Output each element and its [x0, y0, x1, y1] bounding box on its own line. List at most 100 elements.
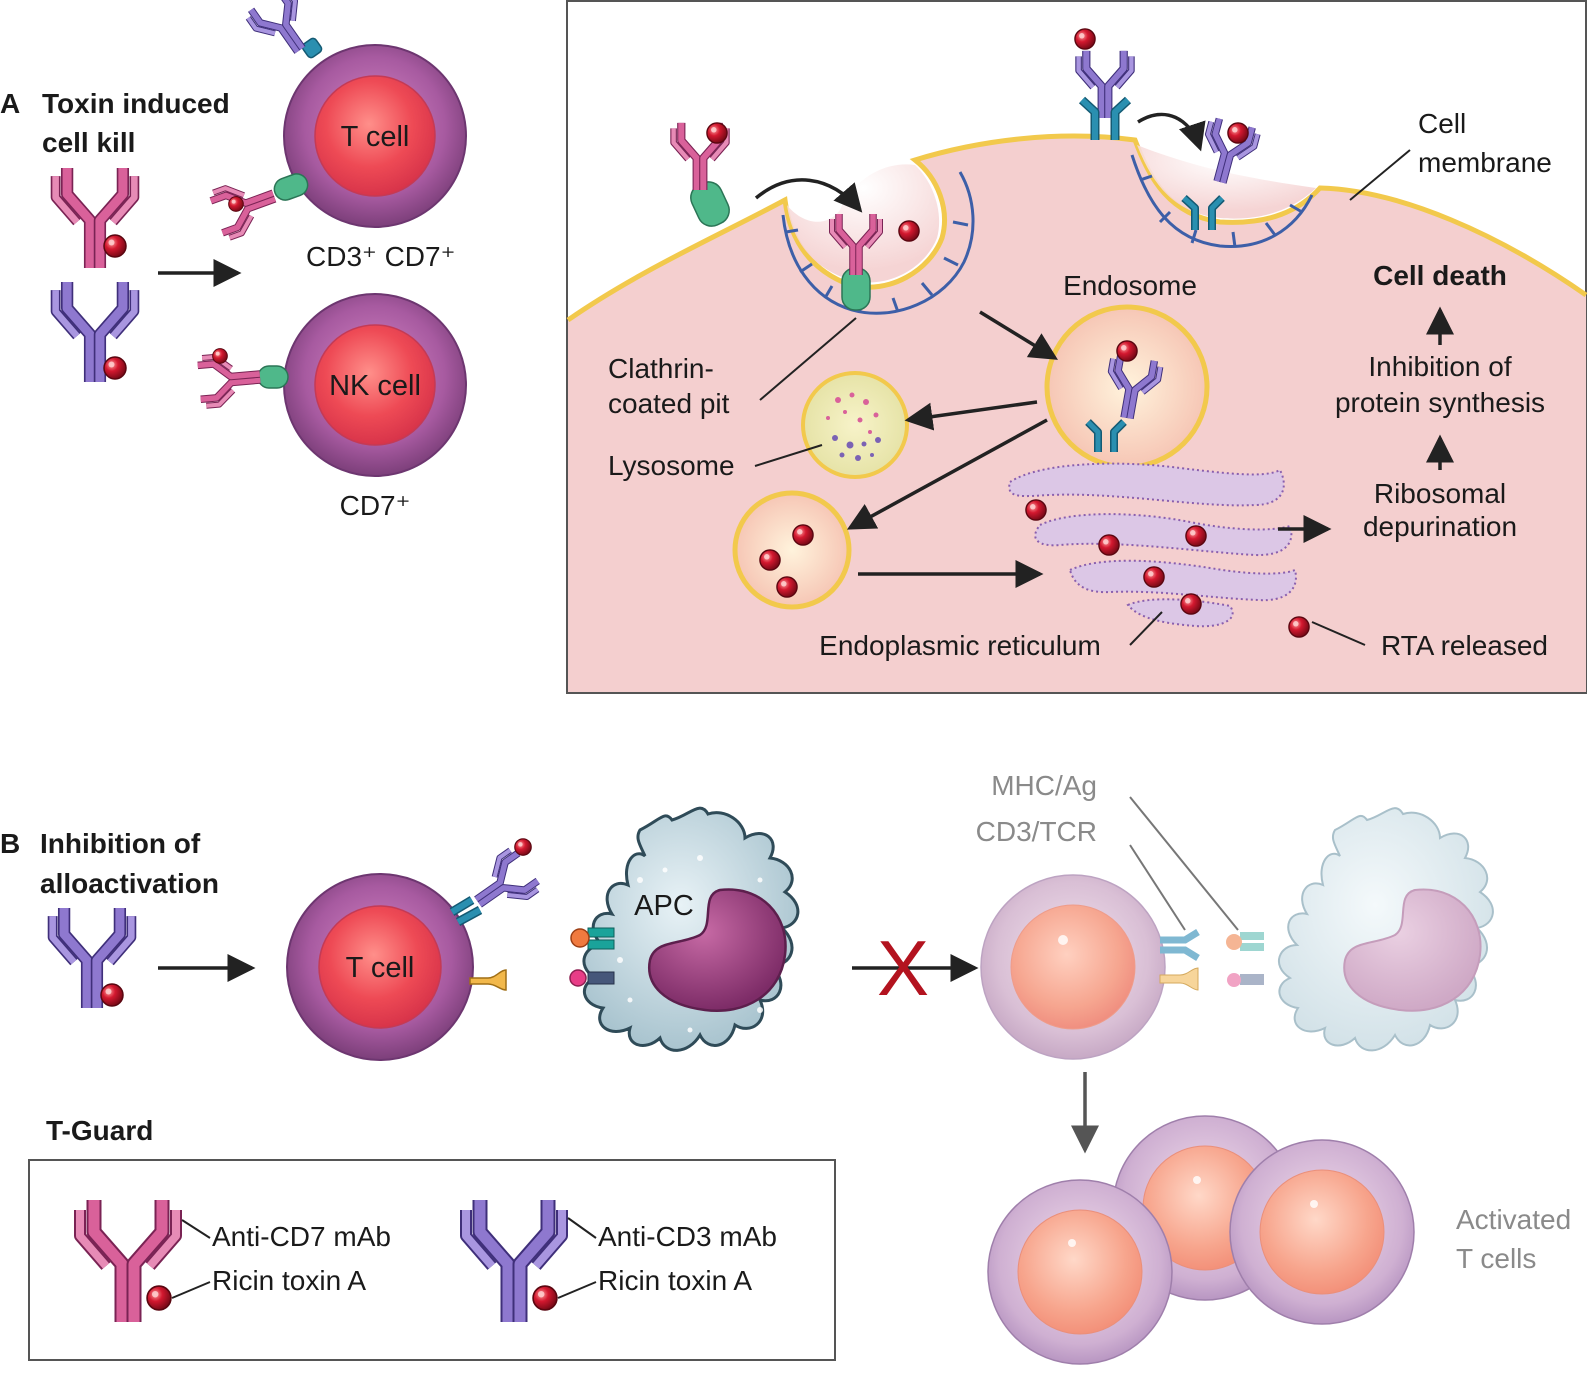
panel-a-nk-cell-label: NK cell: [329, 370, 421, 402]
apc-label: APC: [634, 890, 694, 922]
panel-b-title-line1: Inhibition of: [40, 828, 201, 859]
panel-b-toxin: [100, 983, 124, 1007]
pale-tcr-receptor: [1159, 929, 1200, 991]
legend-title: T-Guard: [46, 1115, 153, 1146]
legend-anti-cd7-leader: [181, 1219, 211, 1239]
er-toxin-3: [1185, 525, 1207, 547]
legend-anti-cd3-label: Anti-CD3 mAb: [598, 1221, 777, 1252]
er-toxin-2: [1098, 534, 1120, 556]
clathrin-pit-1-interior: [787, 164, 940, 283]
panel-a-t-cell: T cell: [283, 44, 467, 228]
cell-death-label: Cell death: [1373, 260, 1507, 291]
cd3-tcr-label: CD3/TCR: [976, 816, 1097, 847]
vesicle-toxin-3: [776, 576, 798, 598]
toxin-in-endosome: [1116, 340, 1138, 362]
cd3-receptor-in-endosome: [1085, 419, 1127, 452]
panel-a-nk-cd7-receptor: [257, 365, 289, 389]
toxin-in-pit-2: [1227, 122, 1249, 144]
panel-a-t-cell-anti-cd7: [208, 173, 282, 239]
panel-a-t-cell-label: T cell: [341, 121, 410, 153]
panel-b-letter: B: [0, 828, 20, 859]
vesicle-toxin-2: [759, 549, 781, 571]
panel-a-t-cell-marker: CD3⁺ CD7⁺: [306, 241, 455, 272]
endoplasmic-reticulum: [1008, 462, 1297, 628]
apc-cell: [582, 806, 800, 1052]
rta-released-label: RTA released: [1381, 630, 1548, 661]
endosome-to-vesicle-arrow: [846, 418, 1048, 530]
toxin-in-pit-1: [898, 220, 920, 242]
apc-mhc-receptors: [569, 927, 615, 987]
panel-a-t-cell-toxin: [228, 196, 244, 212]
panel-b-title-line2: alloactivation: [40, 868, 219, 899]
transport-vesicle: [732, 490, 852, 610]
panel-a-cd7-receptor: [273, 173, 309, 201]
cell-membrane: [566, 133, 1588, 323]
legend-ricin-1-label: Ricin toxin A: [212, 1265, 366, 1296]
panel-a-letter: A: [0, 88, 20, 119]
clathrin-coat-1: [781, 171, 975, 315]
panel-a-nk-cell: NK cell: [283, 293, 467, 477]
ribosomal-label-line2: depurination: [1363, 511, 1517, 542]
endosome-to-lysosome-arrow: [904, 400, 1038, 431]
mhc-leader: [1129, 796, 1239, 931]
panel-a-nk-anti-cd7: [197, 353, 262, 406]
legend-ricin-2-label: Ricin toxin A: [598, 1265, 752, 1296]
panel-a-toxin-1: [103, 234, 127, 258]
lysosome-leader: [754, 444, 823, 467]
er-toxin-5: [1180, 593, 1202, 615]
binding-arrow-2: [1137, 112, 1206, 152]
legend-ricin-1-leader: [171, 1281, 211, 1299]
panel-b-cd3-receptor: [449, 896, 483, 926]
panel-a: A Toxin induced cell kill T cell CD3⁺ CD…: [0, 0, 467, 521]
legend-anti-cd7-label: Anti-CD7 mAb: [212, 1221, 391, 1252]
cd3-receptor-outside: [1078, 96, 1132, 140]
panel-b-cd28-receptor: [469, 969, 507, 991]
legend-toxin-1: [146, 1285, 172, 1311]
er-leader: [1129, 611, 1163, 646]
legend-toxin-2: [532, 1285, 558, 1311]
endosome-label: Endosome: [1063, 270, 1197, 301]
pale-t-cell: [980, 874, 1166, 1060]
activated-t-cell-3: [1229, 1139, 1415, 1325]
blocked-x-mark: X: [877, 924, 929, 1012]
cell-membrane-leader: [1349, 149, 1411, 201]
lysosome: [801, 371, 909, 479]
panel-a-cd3-receptor: [301, 37, 323, 59]
er-toxin-1: [1025, 499, 1047, 521]
clathrin-coat-2: [1130, 154, 1314, 249]
panel-b-t-cell: T cell: [286, 873, 474, 1061]
cell-membrane-label-line1: Cell: [1418, 108, 1466, 139]
er-toxin-4: [1143, 566, 1165, 588]
legend: T-Guard Anti-CD7 mAb Ricin toxin A Anti-…: [28, 1115, 836, 1361]
binding-arrow-1: [754, 178, 863, 213]
panel-a-nk-cell-marker: CD7⁺: [340, 490, 411, 521]
pit-to-endosome-arrow: [979, 310, 1058, 360]
toxin-outside-2: [1074, 28, 1096, 50]
inhibition-label-line2: protein synthesis: [1335, 387, 1545, 418]
inhibition-label-line1: Inhibition of: [1368, 351, 1511, 382]
panel-a-title-line1: Toxin induced: [42, 88, 230, 119]
vesicle-toxin-1: [792, 524, 814, 546]
mechanism-panel: Cell membrane Endosome Clathrin- coated …: [566, 0, 1588, 694]
clathrin-spokes-2: [1139, 174, 1303, 248]
cd3-receptor-in-pit: [1181, 195, 1225, 230]
panel-b-t-cell-toxin: [514, 838, 532, 856]
legend-box: [28, 1159, 836, 1361]
rta-leader: [1311, 621, 1366, 646]
panel-a-toxin-2: [103, 356, 127, 380]
activated-label-line2: T cells: [1456, 1243, 1536, 1274]
ribosomal-label-line1: Ribosomal: [1374, 478, 1506, 509]
panel-b: B Inhibition of alloactivation T cell: [0, 770, 1571, 1365]
cell-membrane-label-line2: membrane: [1418, 147, 1552, 178]
legend-ricin-2-leader: [557, 1281, 597, 1299]
mhc-ag-label: MHC/Ag: [991, 770, 1097, 801]
activated-t-cell-1: [987, 1179, 1173, 1365]
pale-apc-cell: [1277, 807, 1494, 1052]
panel-a-nk-toxin: [212, 348, 228, 364]
rta-released-toxin: [1288, 616, 1310, 638]
clathrin-label-line2: coated pit: [608, 388, 730, 419]
clathrin-leader: [759, 317, 857, 401]
panel-b-t-cell-label: T cell: [346, 952, 415, 984]
er-label: Endoplasmic reticulum: [819, 630, 1101, 661]
